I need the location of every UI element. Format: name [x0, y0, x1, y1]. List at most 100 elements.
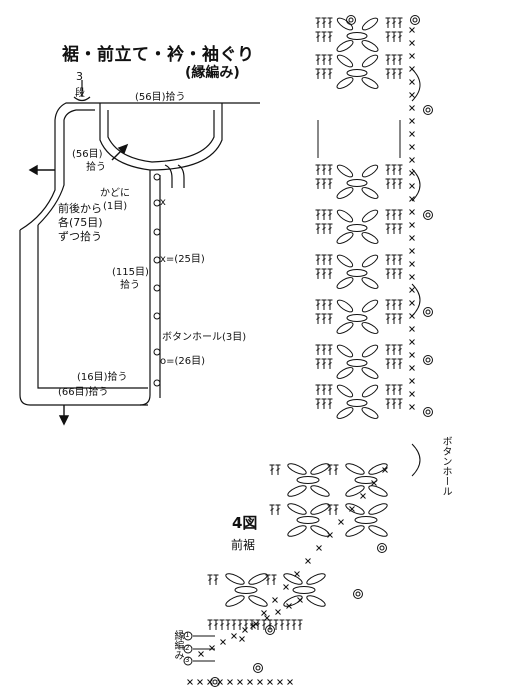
stitch-dc-bar — [232, 623, 236, 626]
stitch-sc — [217, 679, 223, 685]
stitch-chain — [336, 254, 354, 268]
stitch-chain — [336, 77, 354, 89]
picot-dot-inner — [425, 309, 431, 315]
stitch-sc — [239, 636, 245, 642]
buttonhole-arc — [411, 68, 421, 102]
stitch-sc — [338, 519, 344, 525]
stitch-dc-bar — [316, 272, 320, 275]
picot-dot-inner — [425, 212, 431, 218]
stitch-chain — [361, 232, 379, 244]
stitch-sc — [267, 679, 273, 685]
stitch-sc — [297, 597, 303, 603]
stitch-sc — [409, 339, 415, 345]
stitch-dc-bar — [386, 348, 390, 351]
stitch-dc-bar — [220, 623, 224, 626]
x-count-label: x=(25目) — [160, 254, 205, 265]
stitch-dc-bar — [322, 168, 326, 171]
stitch-sc — [409, 118, 415, 124]
front-edge-label: 拾う — [120, 280, 140, 291]
stitch-dc-bar — [392, 72, 396, 75]
stitch-dc-bar — [386, 35, 390, 38]
stitch-sc — [409, 326, 415, 332]
stitch-dc-bar — [322, 402, 326, 405]
stitch-sc — [409, 27, 415, 33]
row-number-1: 1 — [185, 631, 190, 639]
stitch-chain — [361, 209, 379, 223]
stitch-dc-bar — [398, 258, 402, 261]
stitch-dc-bar — [392, 317, 396, 320]
buttonhole-arc — [411, 283, 421, 317]
stitch-chain — [336, 407, 354, 419]
stitch-dc-bar — [322, 213, 326, 216]
stitch-dc-bar — [262, 623, 266, 626]
rows-number: 3 — [76, 70, 83, 83]
hem-pickup-16: (16目)拾う — [77, 372, 128, 383]
stitch-dc-bar — [276, 508, 280, 511]
picot-dot — [410, 15, 420, 25]
stitch-dc-bar — [208, 578, 212, 581]
stitch-sc — [409, 235, 415, 241]
stitch-dc-bar — [392, 35, 396, 38]
stitch-dc-bar — [328, 227, 332, 230]
stitch-chain — [225, 573, 245, 585]
stitch-chain — [287, 485, 307, 497]
stitch-dc-bar — [316, 348, 320, 351]
figure-caption: 前裾 — [231, 538, 256, 552]
stitch-sc — [409, 79, 415, 85]
picot-dot-inner — [425, 357, 431, 363]
stitch-dc-bar — [316, 168, 320, 171]
stitch-dc-bar — [316, 258, 320, 261]
stitch-chain — [296, 516, 320, 524]
stitch-dc-bar — [334, 468, 338, 471]
picot-dot — [353, 589, 363, 599]
stitch-dc-bar — [316, 21, 320, 24]
stitch-dc-bar — [214, 578, 218, 581]
stitch-dc-bar — [328, 468, 332, 471]
stitch-dc-bar — [398, 72, 402, 75]
stitch-sc — [409, 157, 415, 163]
o-count-label: o=(26目) — [160, 356, 206, 367]
stitch-chain — [346, 179, 368, 187]
stitch-dc-bar — [392, 348, 396, 351]
stitch-dc-bar — [316, 402, 320, 405]
front-neck-pickup-label: 拾う — [86, 162, 106, 173]
stitch-dc-bar — [286, 623, 290, 626]
stitch-dc-bar — [226, 623, 230, 626]
stitch-sc — [409, 196, 415, 202]
stitch-chain — [361, 277, 379, 289]
stitch-sc — [187, 679, 193, 685]
stitch-sc — [283, 584, 289, 590]
picot-dot-inner — [212, 679, 218, 685]
stitch-chain — [368, 485, 388, 497]
stitch-sc — [409, 105, 415, 111]
stitch-sc — [316, 545, 322, 551]
stitch-dc-bar — [398, 58, 402, 61]
stitch-dc-bar — [386, 227, 390, 230]
stitch-sc — [409, 222, 415, 228]
hem-pickup-66: (66目)拾う — [58, 387, 109, 398]
stitch-dc-bar — [392, 21, 396, 24]
stitch-dc-bar — [244, 623, 248, 626]
stitch-dc-bar — [328, 348, 332, 351]
stitch-chain — [345, 503, 365, 515]
x-mark: x — [160, 197, 166, 208]
picot-dot-inner — [348, 17, 354, 23]
stitch-chain — [361, 77, 379, 89]
stitch-dc-bar — [322, 348, 326, 351]
stitch-sc — [237, 679, 243, 685]
picot-dot-inner — [267, 627, 273, 633]
stitch-sc — [227, 679, 233, 685]
picot-dot-inner — [379, 545, 385, 551]
stitch-sc — [409, 378, 415, 384]
stitch-dc-bar — [392, 388, 396, 391]
stitch-dc-bar — [328, 72, 332, 75]
stitch-chain — [296, 476, 320, 484]
stitch-chain — [225, 595, 245, 607]
stitch-dc-bar — [392, 272, 396, 275]
stitch-dc-bar — [214, 623, 218, 626]
stitch-dc-bar — [292, 623, 296, 626]
stitch-sc — [409, 92, 415, 98]
stitch-sc — [409, 287, 415, 293]
stitch-chain — [361, 344, 379, 358]
